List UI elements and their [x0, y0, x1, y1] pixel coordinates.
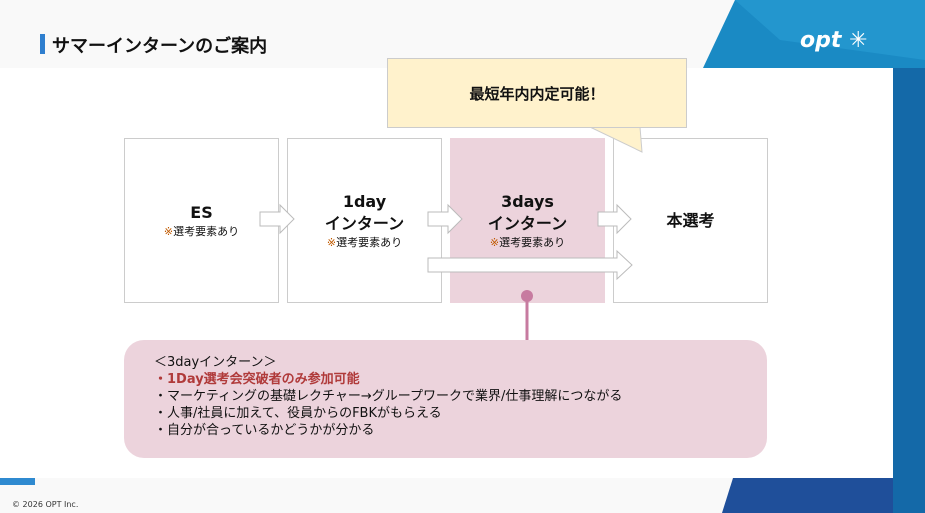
step-note: ※選考要素あり	[163, 225, 240, 238]
info-item: ・自分が合っているかどうかが分かる	[154, 423, 375, 438]
logo: opt ✳	[800, 28, 868, 53]
step-subtitle: インターン	[487, 214, 568, 233]
info-item: ・人事/社員に加えて、役員からのFBKがもらえる	[154, 406, 442, 421]
callout-bubble: 最短年内内定可能！	[387, 58, 687, 128]
step-title: ES	[190, 203, 213, 222]
step-final: 本選考	[613, 138, 768, 303]
step-1day: 1day インターン ※選考要素あり	[287, 138, 442, 303]
step-title: 本選考	[666, 210, 715, 230]
info-item: ・1Day選考会突破者のみ参加可能	[154, 372, 360, 387]
step-3days: 3days インターン ※選考要素あり	[450, 138, 605, 303]
page-title: サマーインターンのご案内	[52, 36, 268, 57]
step-note: ※選考要素あり	[489, 236, 566, 249]
step-subtitle: インターン	[324, 214, 405, 233]
step-title: 1day	[342, 192, 387, 211]
step-es: ES ※選考要素あり	[124, 138, 279, 303]
step-note: ※選考要素あり	[326, 236, 403, 249]
title-accent	[40, 34, 45, 54]
info-box: ＜3dayインターン＞ ・1Day選考会突破者のみ参加可能 ・マーケティングの基…	[124, 340, 767, 458]
info-item: ・マーケティングの基礎レクチャー→グループワークで業界/仕事理解につながる	[154, 389, 623, 404]
step-title: 3days	[501, 192, 554, 211]
info-heading: ＜3dayインターン＞	[154, 355, 277, 370]
sparkle-icon: ✳	[849, 28, 868, 53]
copyright: © 2026 OPT Inc.	[12, 500, 79, 509]
